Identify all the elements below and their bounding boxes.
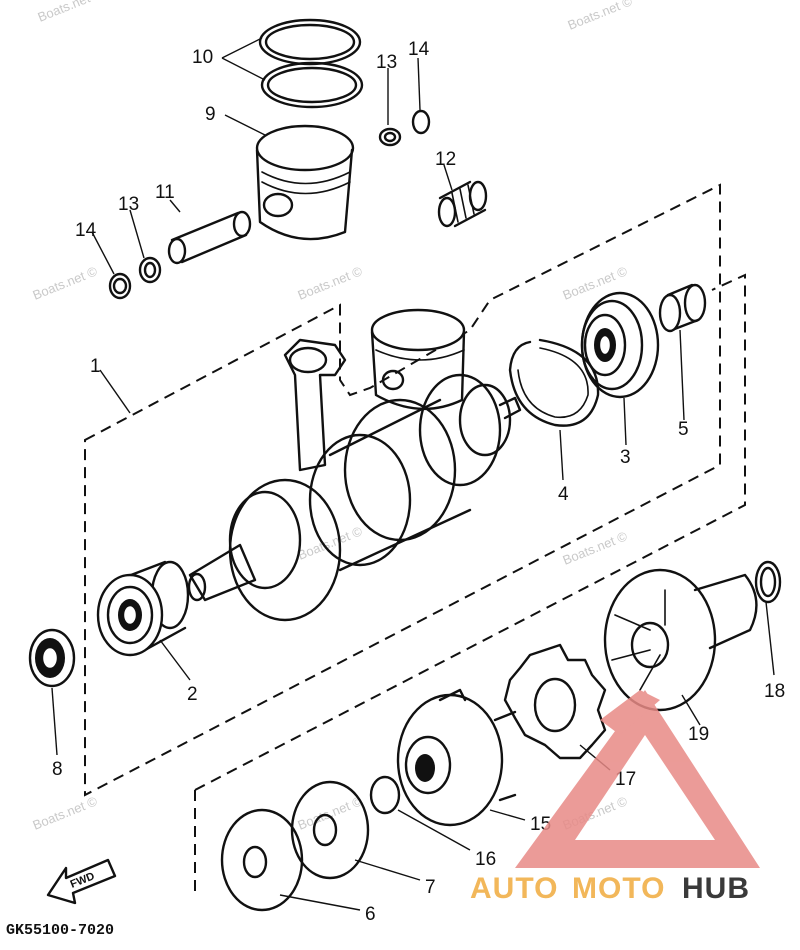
- watermark: Boats.net ©: [566, 0, 635, 33]
- main-bearing: [580, 291, 660, 399]
- callout-9: 9: [205, 104, 216, 125]
- callout-7: 7: [425, 877, 436, 898]
- callout-11: 11: [155, 182, 175, 203]
- leader-lines: [51, 37, 775, 911]
- watermark: Boats.net ©: [561, 528, 630, 568]
- fwd-label: FWD: [69, 870, 97, 891]
- automotohub-logo: [515, 690, 760, 868]
- callout-10: 10: [192, 47, 213, 68]
- callout-4: 4: [558, 484, 569, 505]
- callout-14-left: 14: [75, 220, 97, 241]
- watermark: Boats.net ©: [36, 0, 105, 25]
- ring-18: [754, 560, 782, 604]
- callout-12: 12: [435, 149, 456, 170]
- collar: [658, 283, 707, 333]
- callout-13-left: 13: [118, 194, 139, 215]
- watermarks: Boats.net © Boats.net © Boats.net © Boat…: [31, 0, 635, 833]
- watermark: Boats.net ©: [296, 523, 365, 563]
- coupling-15: [396, 688, 517, 827]
- callout-17: 17: [615, 769, 636, 790]
- callout-1: 1: [90, 356, 101, 377]
- o-ring: [369, 775, 401, 815]
- needle-bearing: [437, 180, 488, 228]
- crankshaft-assembly: [187, 308, 522, 622]
- oil-seal: [28, 628, 76, 688]
- coupling: [603, 568, 758, 712]
- callout-16: 16: [475, 849, 496, 870]
- callout-19: 19: [688, 724, 709, 745]
- callout-18: 18: [764, 681, 785, 702]
- damper: [503, 643, 607, 760]
- watermark: Boats.net ©: [296, 793, 365, 833]
- watermark: Boats.net ©: [296, 263, 365, 303]
- callout-13: 13: [376, 52, 397, 73]
- part-code: GK55100-7020: [6, 922, 114, 939]
- pin-clips-left: [108, 256, 162, 300]
- brand-auto: AUTO: [470, 872, 558, 905]
- piston-pin: [167, 210, 252, 265]
- spacer-7: [290, 780, 370, 880]
- callout-14: 14: [408, 39, 430, 60]
- washer-6: [220, 808, 304, 912]
- brand-text: AUTO MOTO HUB: [470, 872, 750, 905]
- brand-moto: MOTO: [572, 872, 665, 905]
- fwd-arrow: FWD: [46, 858, 117, 905]
- callout-2: 2: [187, 684, 198, 705]
- callout-8: 8: [52, 759, 63, 780]
- logo-triangle-icon: [515, 690, 760, 868]
- piston-rings: [258, 18, 364, 109]
- pin-clips-right: [378, 109, 431, 147]
- watermark: Boats.net ©: [31, 793, 100, 833]
- watermark: Boats.net ©: [31, 263, 100, 303]
- watermark: Boats.net ©: [561, 263, 630, 303]
- piston: [255, 124, 355, 241]
- callouts: 10 9 13 14 12 11 13 14 1 4 3 5 2 8 18 19…: [52, 39, 785, 925]
- callout-6: 6: [365, 904, 376, 925]
- callout-3: 3: [620, 447, 631, 468]
- left-bearing: [96, 560, 190, 657]
- assembly-outline: [84, 183, 746, 895]
- callout-5: 5: [678, 419, 689, 440]
- brand-hub: HUB: [682, 872, 750, 905]
